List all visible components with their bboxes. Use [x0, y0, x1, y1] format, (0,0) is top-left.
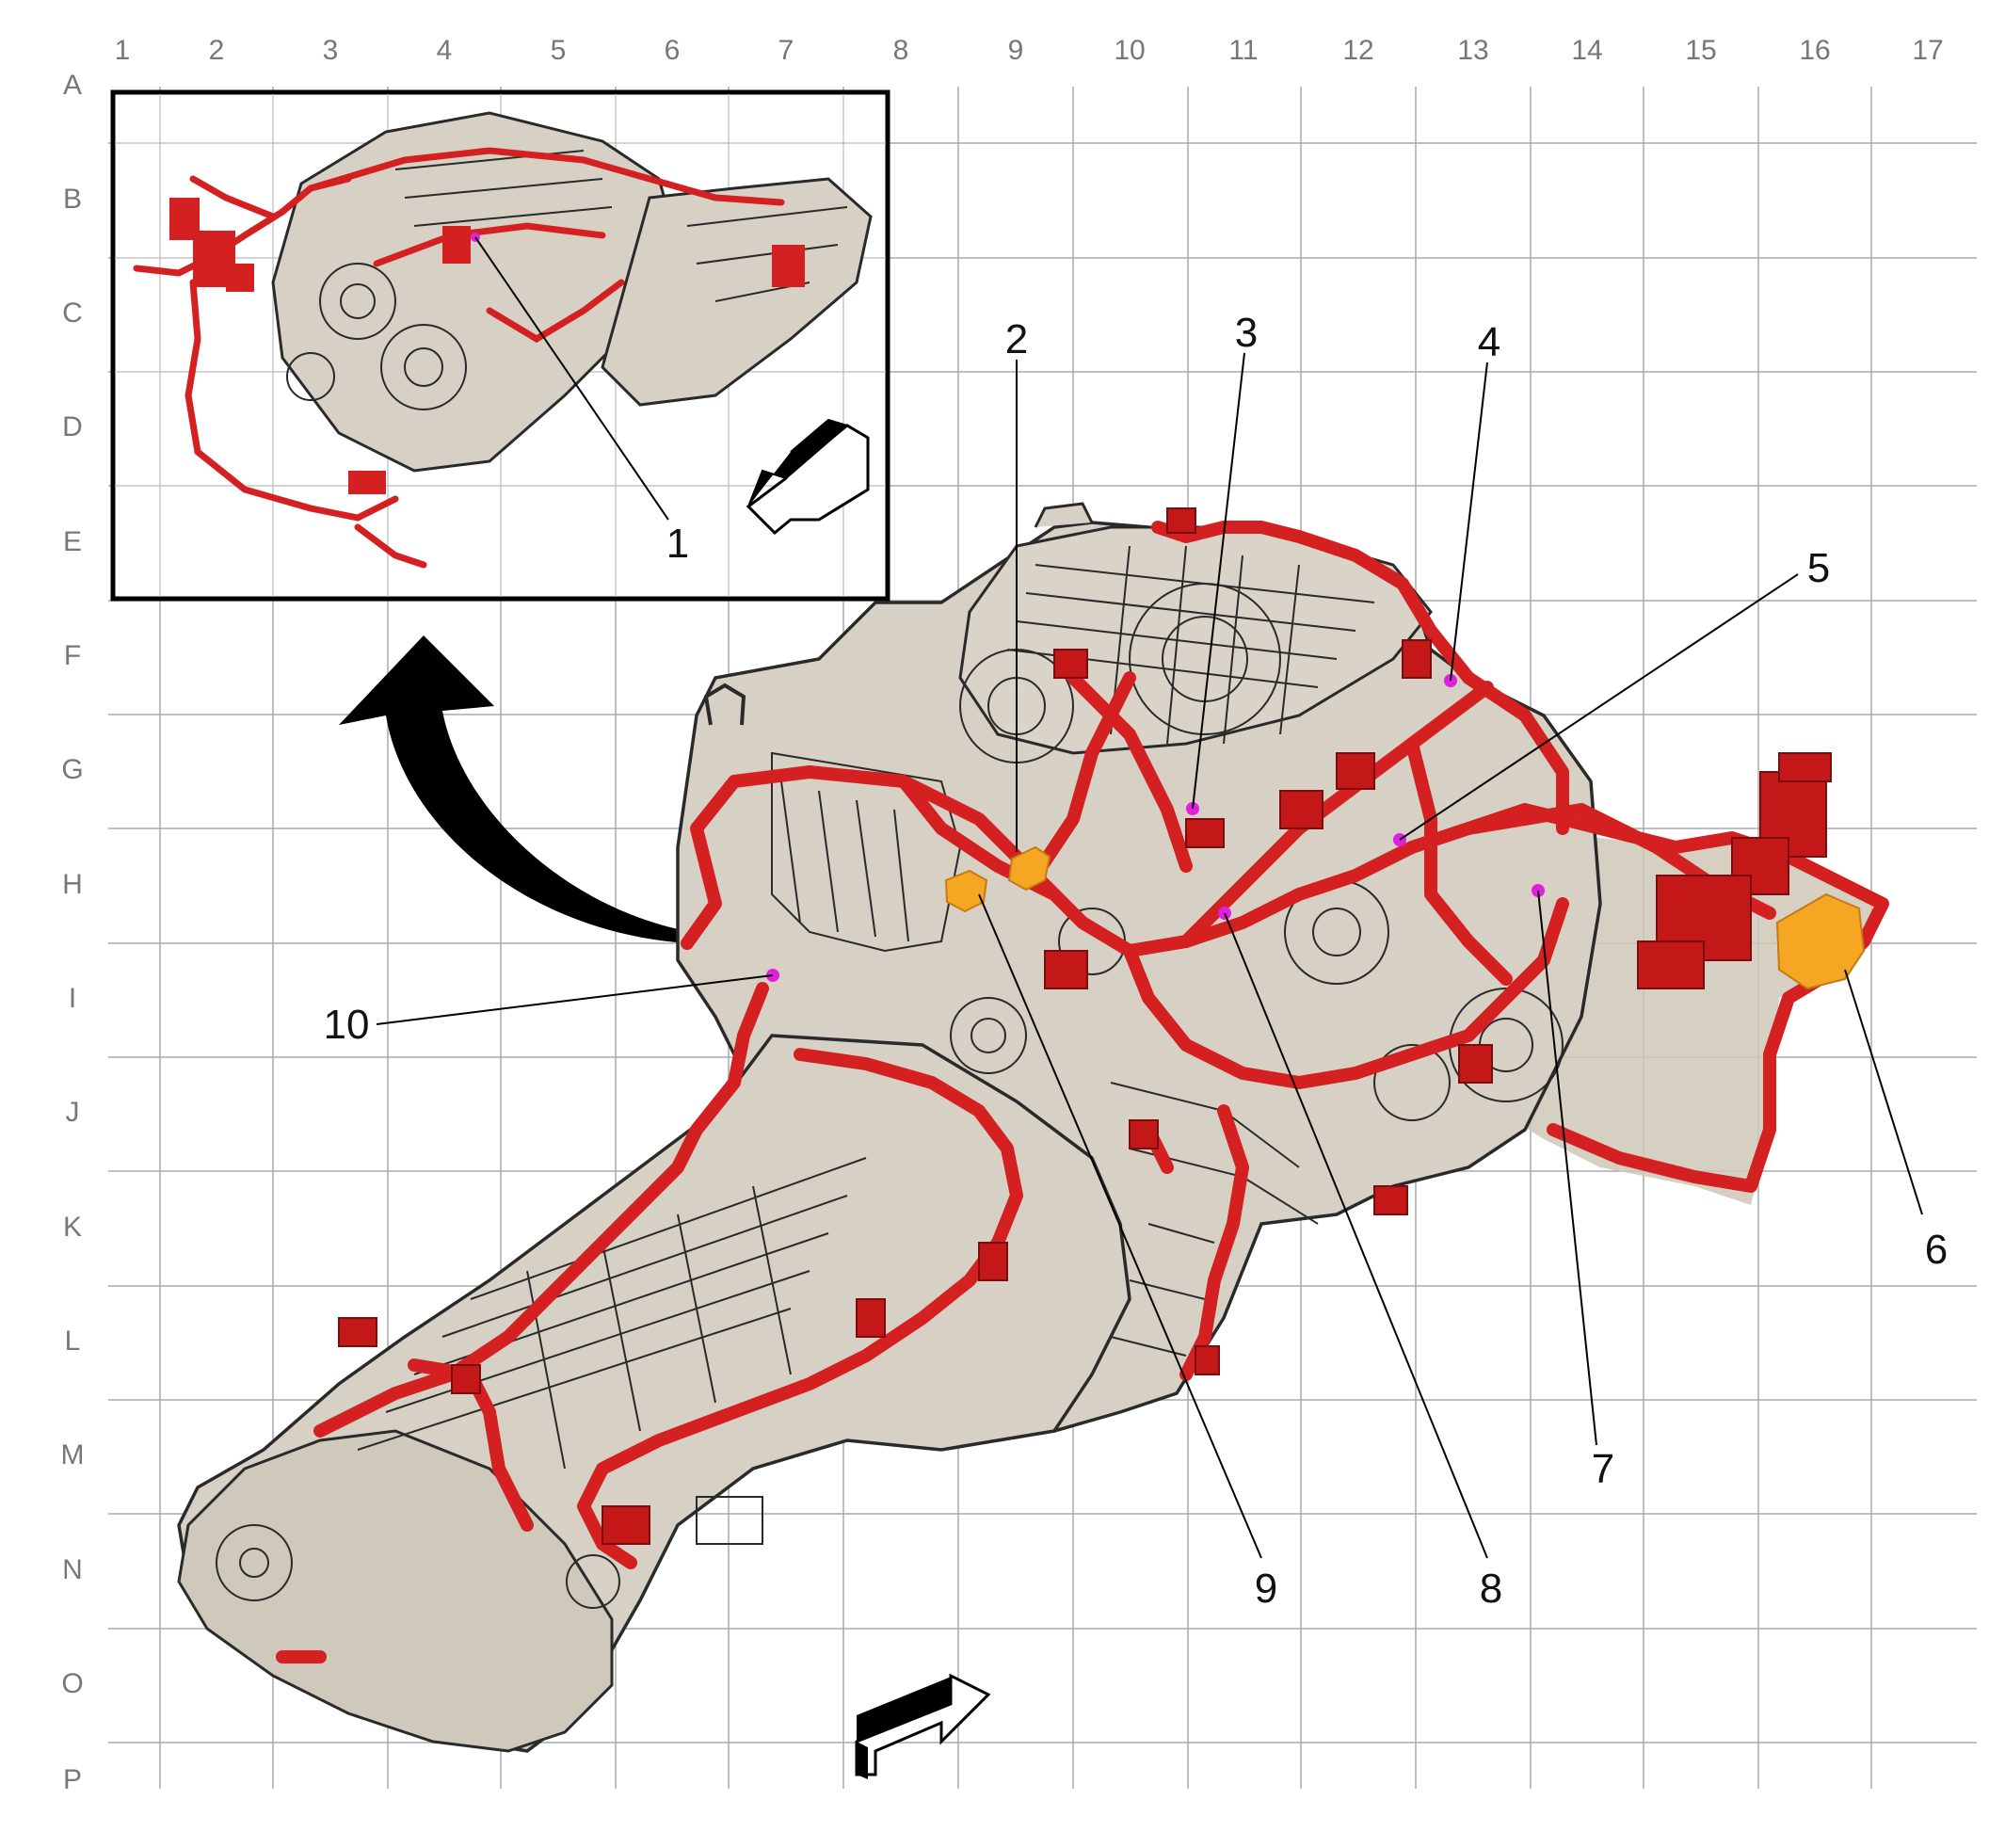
row-label: B — [63, 184, 82, 215]
callout-leader-6 — [1844, 969, 1923, 1215]
callout-leaders — [376, 352, 1923, 1559]
callout-leader-8 — [1224, 912, 1488, 1559]
oil-filler-cap — [1034, 502, 1094, 528]
column-label: 6 — [665, 35, 681, 66]
callout-label-7: 7 — [1592, 1446, 1614, 1492]
row-label: G — [61, 754, 83, 785]
row-label: J — [66, 1097, 80, 1128]
callout-leader-10 — [376, 974, 774, 1025]
column-label: 17 — [1912, 35, 1943, 66]
row-label: F — [64, 640, 81, 671]
inset-engine-details — [286, 150, 848, 410]
column-label: 4 — [437, 35, 453, 66]
column-label: 16 — [1799, 35, 1830, 66]
callout-label-4: 4 — [1478, 319, 1500, 365]
column-label: 1 — [115, 35, 131, 66]
row-label: O — [61, 1668, 83, 1699]
column-label: 5 — [551, 35, 567, 66]
column-label: 13 — [1457, 35, 1488, 66]
row-label: E — [63, 526, 82, 557]
row-labels: A B C D E F G H I J K L M N O P — [61, 70, 85, 1795]
column-label: 12 — [1342, 35, 1373, 66]
bulkhead-connector-cluster — [1637, 752, 1832, 989]
highlighted-connectors — [944, 845, 1866, 990]
inset-view-direction-arrow-icon — [746, 418, 870, 536]
callout-leader-5 — [1399, 573, 1799, 841]
row-label: D — [62, 411, 83, 442]
harness-connectors — [338, 507, 1493, 1545]
lifting-eye — [703, 683, 746, 726]
column-label: 9 — [1008, 35, 1024, 66]
callout-label-6: 6 — [1925, 1227, 1948, 1273]
inset-connectors — [169, 198, 805, 494]
column-labels: 1 2 3 4 5 6 7 8 9 10 11 12 13 14 15 16 1… — [115, 35, 1944, 66]
inset-view: 1 — [110, 89, 890, 602]
column-label: 14 — [1571, 35, 1602, 66]
transmission-details — [216, 1157, 867, 1609]
column-label: 3 — [323, 35, 339, 66]
connector-2 — [1007, 845, 1051, 892]
column-label: 10 — [1114, 35, 1145, 66]
curved-reference-arrow-icon — [339, 635, 692, 943]
connector-6 — [1775, 892, 1866, 990]
inset-harness — [133, 147, 785, 569]
callout-leader-1 — [474, 236, 669, 521]
row-label: C — [62, 297, 83, 329]
column-label: 8 — [893, 35, 909, 66]
row-label: N — [62, 1554, 83, 1585]
main-assembly: 2 3 4 5 6 7 8 9 10 — [177, 310, 1948, 1753]
row-label: P — [63, 1764, 82, 1795]
callout-leader-4 — [1450, 362, 1488, 682]
row-label: L — [65, 1326, 81, 1357]
column-label: 2 — [209, 35, 225, 66]
row-label: K — [63, 1212, 82, 1243]
callout-label-8: 8 — [1480, 1566, 1502, 1612]
row-label: A — [63, 70, 82, 101]
column-label: 7 — [778, 35, 794, 66]
callout-label-10: 10 — [324, 1002, 370, 1048]
callout-leader-9 — [978, 893, 1262, 1559]
row-label: I — [69, 983, 76, 1014]
column-label: 11 — [1228, 35, 1258, 66]
callout-label-1: 1 — [666, 521, 689, 567]
callout-label-5: 5 — [1807, 545, 1830, 591]
callout-label-9: 9 — [1255, 1566, 1277, 1612]
row-label: H — [62, 869, 83, 900]
connector-9 — [944, 869, 988, 913]
column-label: 15 — [1685, 35, 1716, 66]
row-label: M — [61, 1439, 85, 1470]
inset-transmission — [601, 177, 873, 407]
view-direction-arrow-icon — [855, 1673, 991, 1779]
callout-label-2: 2 — [1005, 316, 1028, 362]
callout-label-3: 3 — [1235, 310, 1258, 356]
callout-leader-7 — [1537, 890, 1597, 1446]
callout-leader-3 — [1192, 352, 1245, 810]
transfer-case — [177, 1429, 614, 1753]
